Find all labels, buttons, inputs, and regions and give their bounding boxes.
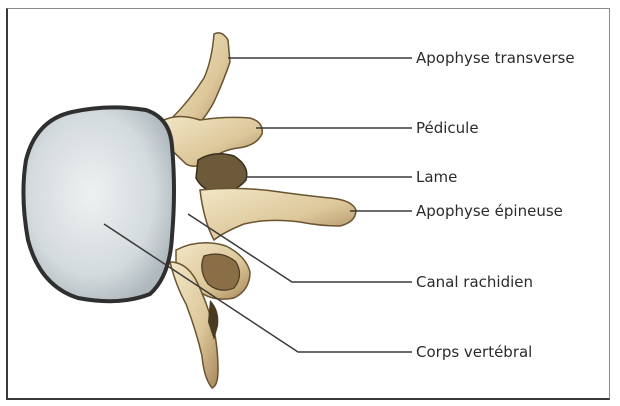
label-pedicule: Pédicule xyxy=(416,119,479,137)
label-apophyse-epineuse: Apophyse épineuse xyxy=(416,202,563,220)
spinous-process xyxy=(200,188,356,240)
label-apophyse-transverse: Apophyse transverse xyxy=(416,49,575,67)
label-corps-vertebral: Corps vertébral xyxy=(416,343,532,361)
vertebral-body xyxy=(23,107,174,301)
label-canal-rachidien: Canal rachidien xyxy=(416,273,533,291)
label-lame: Lame xyxy=(416,168,457,186)
